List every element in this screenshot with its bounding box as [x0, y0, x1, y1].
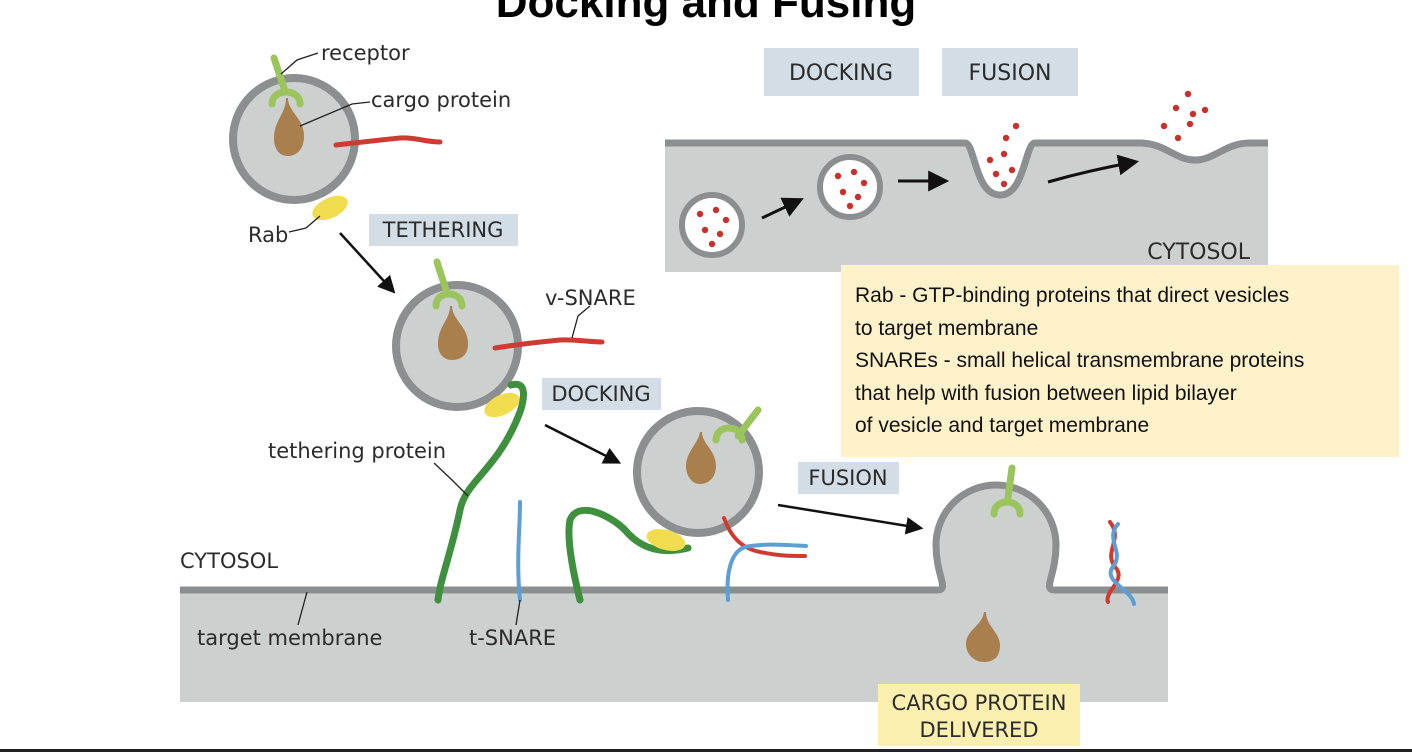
- v-snare-label: v-SNARE: [545, 286, 636, 310]
- rab-shape: [312, 195, 348, 221]
- page-title: Docking and Fusing: [495, 0, 917, 27]
- fused-receptor: [990, 464, 1024, 518]
- inset-fusion-box: [942, 48, 1078, 96]
- tethering-label: TETHERING: [382, 218, 504, 242]
- inset-vesicle-1: [679, 192, 745, 258]
- cargo-delivered-label-line1: CARGO PROTEIN: [892, 691, 1067, 715]
- docking-box: [542, 378, 661, 410]
- receptor-label: receptor: [321, 41, 410, 65]
- tethering-protein-label: tethering protein: [268, 439, 446, 463]
- tethering-protein-shape: [434, 380, 527, 604]
- cargo-delivered-label-line2: DELIVERED: [920, 718, 1039, 742]
- v-snare-shape: [333, 135, 443, 148]
- vesicle-tethering: [392, 258, 605, 604]
- inset-panel: DOCKING FUSION CYTOSOL: [665, 48, 1268, 272]
- cytosol-label: CYTOSOL: [180, 549, 278, 573]
- arrow-to-docking: [544, 423, 622, 464]
- arrow-to-fusion: [777, 503, 924, 535]
- cargo-protein-shape: [274, 98, 304, 156]
- inset-arrow-1: [761, 197, 804, 220]
- inset-arrow-3: [1047, 154, 1140, 184]
- note-line: to target membrane: [855, 316, 1039, 340]
- inset-vesicle-2: [817, 154, 883, 220]
- leader-lines: [280, 52, 591, 626]
- docking-label: DOCKING: [551, 382, 650, 406]
- snare-complex: [1105, 520, 1136, 606]
- note-line: of vesicle and target membrane: [855, 414, 1150, 437]
- cargo-protein-label: cargo protein: [371, 88, 511, 112]
- target-membrane: [180, 481, 1168, 594]
- tethering-box: [369, 214, 518, 246]
- definition-note: Rab - GTP-binding proteins that direct v…: [841, 265, 1399, 457]
- fusion-box: [798, 462, 899, 494]
- inset-cargo-dots: [696, 90, 1209, 248]
- vesicle-initial: [229, 54, 443, 221]
- vesicle-docking: [565, 406, 808, 604]
- note-line: that help with fusion between lipid bila…: [855, 381, 1237, 405]
- note-line: SNAREs - small helical transmembrane pro…: [855, 349, 1305, 372]
- rab-label: Rab: [248, 223, 288, 247]
- inset-membrane: [665, 139, 1268, 199]
- t-snare-shape: [516, 500, 522, 602]
- fusion-label: FUSION: [808, 466, 887, 490]
- inset-docking-label: DOCKING: [789, 61, 893, 86]
- bottom-divider: [0, 749, 1412, 752]
- cargo-delivered-box: [878, 684, 1080, 746]
- note-line: Rab - GTP-binding proteins that direct v…: [855, 284, 1290, 307]
- inset-docking-box: [764, 48, 919, 96]
- delivered-cargo: [966, 612, 1000, 662]
- inset-fusion-label: FUSION: [969, 61, 1052, 86]
- receptor-shape: [268, 54, 304, 108]
- inset-cytosol-label: CYTOSOL: [1147, 240, 1250, 265]
- target-membrane-region: [180, 481, 1168, 702]
- t-snare-label: t-SNARE: [469, 626, 556, 650]
- arrow-to-tethering: [339, 232, 396, 294]
- target-membrane-label: target membrane: [197, 626, 382, 650]
